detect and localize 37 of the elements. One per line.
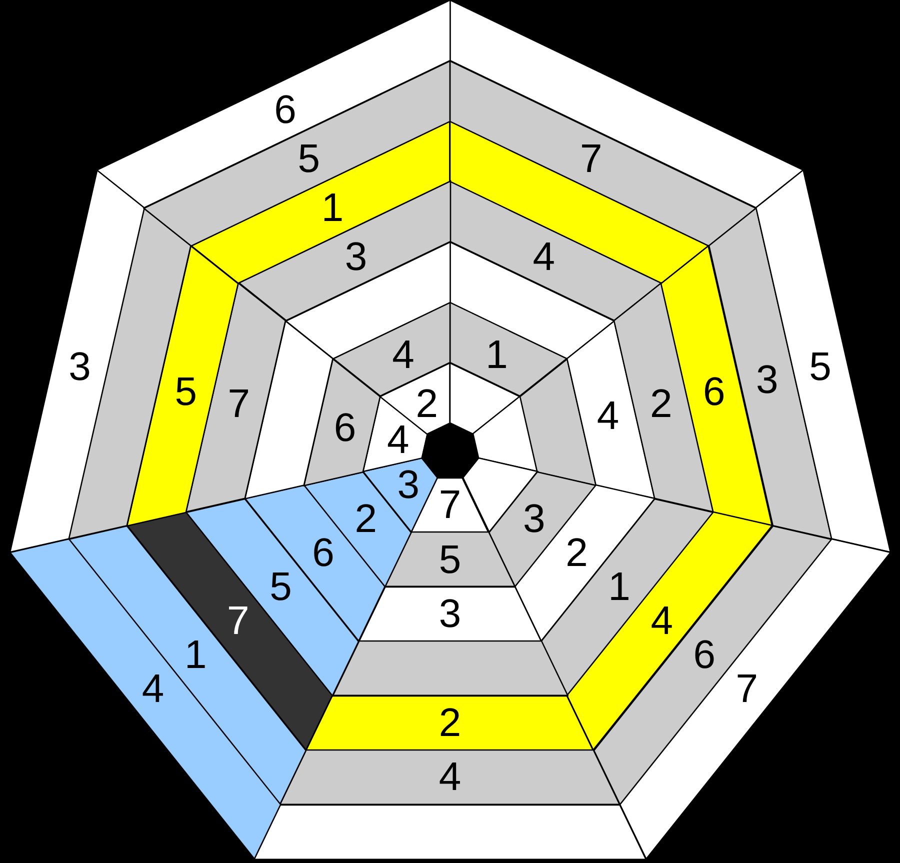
cell-number: 3 bbox=[438, 594, 462, 634]
cell-number: 4 bbox=[650, 600, 673, 641]
cell-number: 2 bbox=[354, 499, 377, 540]
cell-number: 7 bbox=[227, 600, 250, 641]
cell-number: 2 bbox=[438, 702, 462, 743]
cell-number: 6 bbox=[334, 408, 356, 448]
cell-number: 3 bbox=[397, 465, 420, 506]
cell-number: 2 bbox=[650, 384, 672, 424]
cell-number: 5 bbox=[174, 372, 197, 412]
cell-number: 4 bbox=[596, 396, 620, 436]
cell-number: 5 bbox=[809, 347, 832, 388]
cell-number: 7 bbox=[438, 485, 462, 526]
cell-number: 1 bbox=[184, 634, 207, 675]
cell-number: 4 bbox=[392, 335, 414, 375]
cell-number: 6 bbox=[274, 90, 296, 130]
cell-number: 6 bbox=[693, 634, 716, 675]
cell-number: 1 bbox=[608, 566, 630, 607]
cell-number: 3 bbox=[344, 236, 368, 277]
cell-number: 3 bbox=[523, 499, 546, 540]
cell-number: 1 bbox=[486, 335, 508, 375]
cell-number: 5 bbox=[270, 566, 292, 607]
cell-number: 4 bbox=[142, 668, 164, 709]
cell-number: 6 bbox=[312, 533, 334, 574]
cell-number: 4 bbox=[438, 757, 462, 798]
cell-number: 5 bbox=[298, 138, 320, 179]
cell-number: 4 bbox=[386, 420, 410, 460]
cell-number: 3 bbox=[756, 360, 778, 400]
cell-number: 5 bbox=[438, 540, 462, 580]
cell-number: 2 bbox=[566, 533, 588, 574]
cell-number: 6 bbox=[703, 372, 726, 412]
cell-number: 3 bbox=[68, 347, 91, 388]
cell-number: 2 bbox=[416, 384, 438, 424]
cell-number: 7 bbox=[580, 138, 602, 179]
cell-number: 7 bbox=[228, 384, 250, 424]
cell-number: 1 bbox=[321, 188, 344, 228]
cell-number: 4 bbox=[532, 236, 556, 277]
cell-number: 7 bbox=[736, 668, 758, 709]
